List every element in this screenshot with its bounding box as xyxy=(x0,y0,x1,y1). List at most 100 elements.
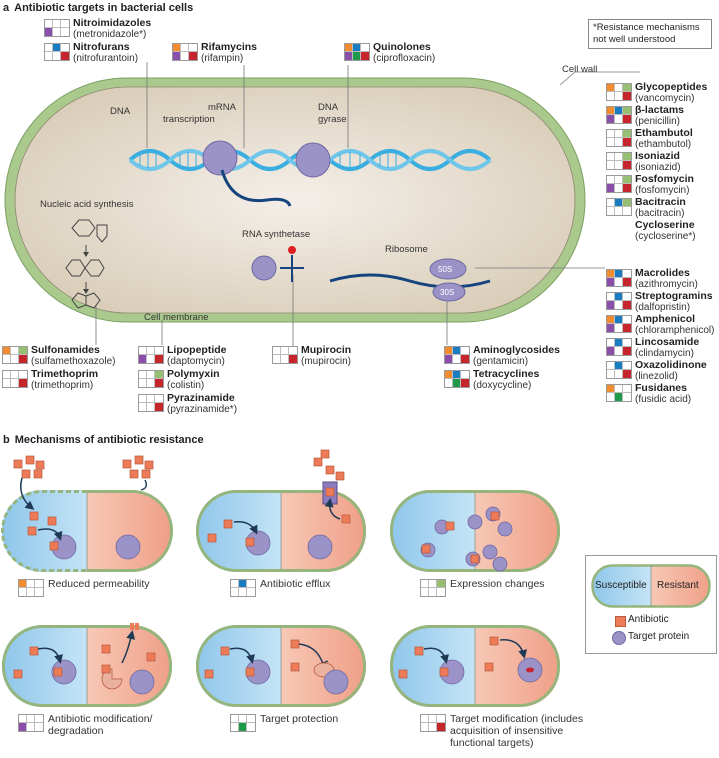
grid-cell xyxy=(35,723,43,731)
grid-cell xyxy=(453,371,461,379)
grid-cell xyxy=(461,347,469,355)
grid-cell xyxy=(615,161,623,169)
drug-class-name: Nitrofurans xyxy=(73,41,130,53)
grid-cell xyxy=(615,184,623,192)
grid-cell xyxy=(11,347,19,355)
grid-cell xyxy=(155,371,163,379)
label-rna-synthetase: RNA synthetase xyxy=(242,229,311,240)
grid-cell xyxy=(139,347,147,355)
target-protein xyxy=(307,534,333,560)
grid-cell xyxy=(445,371,453,379)
drug-entry: Lincosamide(clindamycin) xyxy=(606,337,699,359)
mechanism-text: Antibiotic modification/ degradation xyxy=(48,713,153,737)
antibiotic xyxy=(13,459,23,469)
target-protein xyxy=(482,544,498,560)
grid-cell xyxy=(27,715,35,723)
resistance-cell xyxy=(390,625,560,707)
grid-cell xyxy=(429,580,437,588)
drug-text: Bacitracin(bacitracin) xyxy=(635,197,686,220)
drug-class-name: β-lactams xyxy=(635,104,685,116)
grid-cell xyxy=(139,395,147,403)
drug-entry: Nitroimidazoles(metronidazole*) xyxy=(44,18,151,40)
drug-mechanism-grid-icon xyxy=(606,361,632,379)
antibiotic xyxy=(134,455,144,465)
antibiotic xyxy=(33,469,43,479)
antibiotic xyxy=(13,669,23,679)
grid-cell xyxy=(27,588,35,596)
mechanism-key-icon xyxy=(18,714,44,732)
cell-wall xyxy=(2,625,172,707)
grid-cell xyxy=(615,393,623,401)
drug-text: Aminoglycosides(gentamicin) xyxy=(473,345,560,368)
grid-cell xyxy=(623,393,631,401)
grid-cell xyxy=(45,28,53,36)
grid-cell xyxy=(239,715,247,723)
drug-entry: Trimethoprim(trimethoprim) xyxy=(2,369,98,391)
antibiotic xyxy=(141,469,151,479)
drug-entry: Mupirocin(mupirocin) xyxy=(272,345,351,367)
antibiotic xyxy=(320,449,330,459)
grid-cell xyxy=(437,723,445,731)
grid-cell xyxy=(247,588,255,596)
drug-mechanism-grid-icon xyxy=(444,370,470,388)
drug-entry: Amphenicol(chloramphenicol) xyxy=(606,314,714,336)
drug-mechanism-grid-icon xyxy=(606,106,632,124)
antibiotic xyxy=(101,664,111,674)
drug-entry: Cycloserine(cycloserine*) xyxy=(606,220,696,243)
drug-entry: Lipopeptide(daptomycin) xyxy=(138,345,227,367)
drug-text: Fosfomycin(fosfomycin) xyxy=(635,174,694,197)
grid-cell xyxy=(453,355,461,363)
drug-example: (rifampin) xyxy=(201,53,244,64)
grid-cell xyxy=(45,44,53,52)
arrow xyxy=(121,630,136,664)
cell-wall xyxy=(390,625,560,707)
grid-cell xyxy=(607,138,615,146)
grid-cell xyxy=(181,52,189,60)
grid-cell xyxy=(607,347,615,355)
grid-cell xyxy=(281,347,289,355)
antibiotic xyxy=(204,669,214,679)
grid-cell xyxy=(53,20,61,28)
grid-cell xyxy=(19,355,27,363)
grid-cell xyxy=(147,355,155,363)
drug-class-name: Streptogramins xyxy=(635,290,713,302)
drug-text: Lincosamide(clindamycin) xyxy=(635,337,699,360)
grid-cell xyxy=(11,371,19,379)
drug-text: Nitroimidazoles(metronidazole*) xyxy=(73,18,151,41)
drug-entry: Glycopeptides(vancomycin) xyxy=(606,82,707,104)
label-cell-wall: Cell wall xyxy=(562,64,598,75)
drug-example: (bacitracin) xyxy=(635,208,685,219)
grid-cell xyxy=(11,355,19,363)
grid-cell xyxy=(353,44,361,52)
drug-entry: β-lactams(penicillin) xyxy=(606,105,684,127)
grid-cell xyxy=(247,723,255,731)
drug-mechanism-grid-icon xyxy=(606,292,632,310)
grid-cell xyxy=(3,347,11,355)
grid-cell xyxy=(3,379,11,387)
grid-cell xyxy=(615,362,623,370)
grid-cell xyxy=(429,723,437,731)
drug-example: (doxycycline) xyxy=(473,380,532,391)
grid-cell xyxy=(607,270,615,278)
drug-mechanism-grid-icon xyxy=(606,198,632,216)
grid-cell xyxy=(189,52,197,60)
drug-class-name: Polymyxin xyxy=(167,368,220,380)
grid-cell xyxy=(623,347,631,355)
grid-cell xyxy=(623,370,631,378)
grid-cell xyxy=(155,355,163,363)
drug-example: (gentamicin) xyxy=(473,356,529,367)
drug-entry: Tetracyclines(doxycycline) xyxy=(444,369,539,391)
drug-entry: Pyrazinamide(pyrazinamide*) xyxy=(138,393,237,415)
grid-cell xyxy=(173,44,181,52)
grid-cell xyxy=(615,153,623,161)
mechanism-key-icon xyxy=(230,714,256,732)
drug-mechanism-grid-icon xyxy=(606,152,632,170)
grid-cell xyxy=(607,107,615,115)
grid-cell xyxy=(623,161,631,169)
drug-text: Sulfonamides(sulfamethoxazole) xyxy=(31,345,115,368)
dna-gyrase xyxy=(295,142,331,178)
grid-cell xyxy=(607,207,615,215)
fragment xyxy=(135,623,139,630)
grid-cell xyxy=(453,347,461,355)
grid-cell xyxy=(445,347,453,355)
